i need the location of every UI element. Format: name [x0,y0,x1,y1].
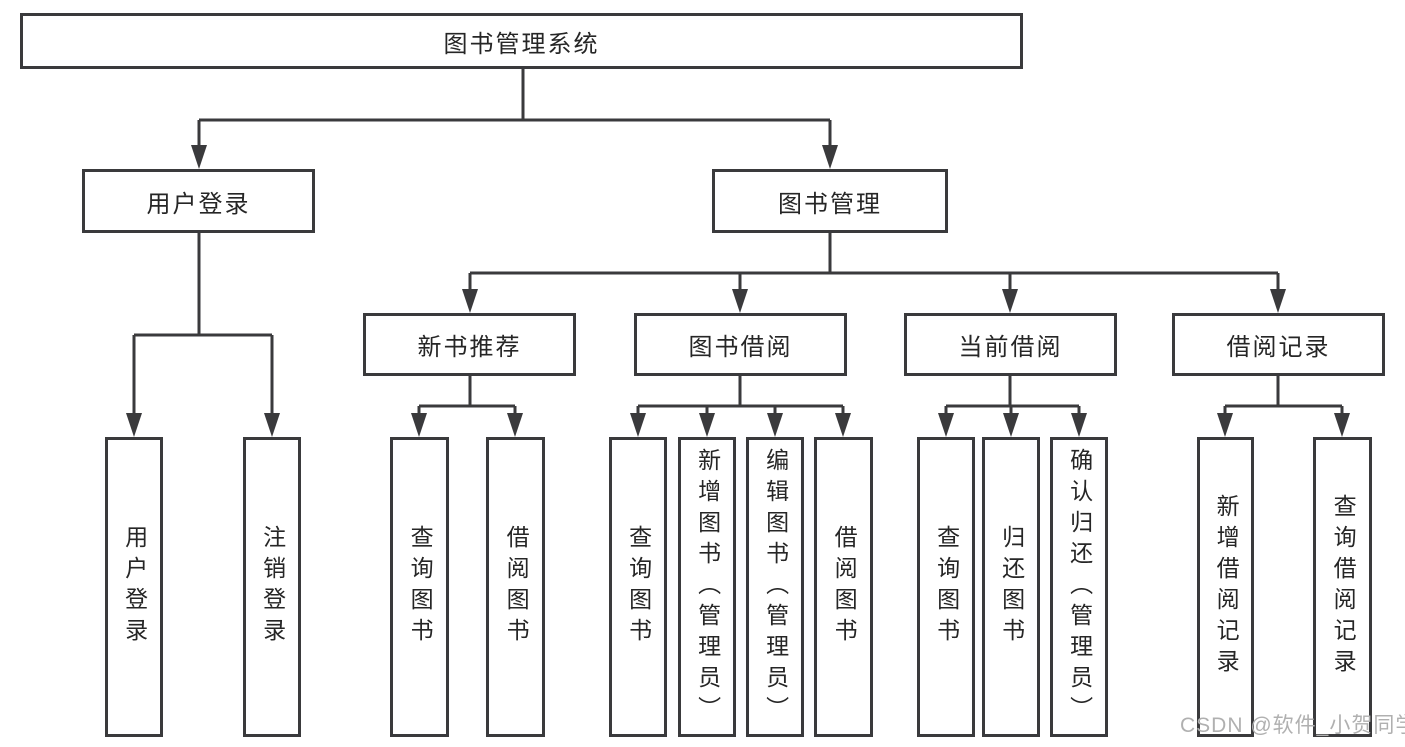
arrowhead-icon [1071,413,1087,437]
leaf-label: 确认归还（管理员） [1066,447,1093,727]
leaf-label: 查询图书 [407,525,434,649]
leaf-borrow-edit-books-admin: 编辑图书（管理员） [746,437,804,737]
node-label: 新书推荐 [417,334,522,361]
node-label: 借阅记录 [1226,334,1331,361]
node-label: 图书管理 [778,190,882,218]
leaf-borrow-add-books-admin: 新增图书（管理员） [678,437,736,737]
leaf-label: 借阅图书 [503,525,530,649]
arrowhead-icon [767,413,783,437]
arrowhead-icon [1270,289,1286,313]
arrowhead-icon [1217,413,1233,437]
arrowhead-icon [264,413,280,437]
node-label: 用户登录 [146,190,251,218]
arrowheads [126,145,1350,437]
arrowhead-icon [191,145,207,169]
leaf-record-add-borrow-record: 新增借阅记录 [1197,437,1254,737]
arrowhead-icon [1334,413,1350,437]
node-label: 图书借阅 [688,334,793,361]
node-book-borrowing: 图书借阅 [634,313,847,376]
arrowhead-icon [1002,289,1018,313]
leaf-label: 新增图书（管理员） [694,447,721,727]
leaf-current-query-books: 查询图书 [917,437,975,737]
arrowhead-icon [699,413,715,437]
connector-path [132,69,1344,417]
node-book-management: 图书管理 [712,169,948,233]
leaf-borrow-query-books: 查询图书 [609,437,667,737]
arrowhead-icon [1003,413,1019,437]
csdn-watermark: CSDN @软件_小贺同学 [1180,714,1405,737]
leaf-newbook-query-books: 查询图书 [390,437,449,737]
leaf-logout: 注销登录 [243,437,301,737]
leaf-current-return-books: 归还图书 [982,437,1040,737]
arrowhead-icon [630,413,646,437]
leaf-label: 查询图书 [625,525,652,649]
arrowhead-icon [462,289,478,313]
leaf-label: 用户登录 [121,525,148,649]
leaf-user-login: 用户登录 [105,437,163,737]
arrowhead-icon [126,413,142,437]
node-current-borrowing: 当前借阅 [904,313,1117,376]
node-library-management-system: 图书管理系统 [20,13,1023,69]
arrowhead-icon [938,413,954,437]
arrowhead-icon [822,145,838,169]
leaf-label: 查询借阅记录 [1330,494,1357,680]
leaf-label: 注销登录 [259,525,286,649]
arrowhead-icon [732,289,748,313]
leaf-borrow-borrow-books: 借阅图书 [814,437,873,737]
leaf-label: 借阅图书 [831,525,858,649]
node-user-login: 用户登录 [82,169,315,233]
node-borrowing-records: 借阅记录 [1172,313,1385,376]
leaf-label: 归还图书 [998,525,1025,649]
node-new-book-recommendation: 新书推荐 [363,313,576,376]
leaf-newbook-borrow-books: 借阅图书 [486,437,545,737]
node-label: 图书管理系统 [443,30,600,58]
leaf-label: 查询图书 [933,525,960,649]
arrowhead-icon [411,413,427,437]
leaf-record-query-borrow-record: 查询借阅记录 [1313,437,1372,737]
leaf-label: 新增借阅记录 [1213,494,1240,680]
arrowhead-icon [507,413,523,437]
node-label: 当前借阅 [958,334,1063,361]
arrowhead-icon [835,413,851,437]
leaf-current-confirm-return-admin: 确认归还（管理员） [1050,437,1108,737]
leaf-label: 编辑图书（管理员） [762,447,789,727]
